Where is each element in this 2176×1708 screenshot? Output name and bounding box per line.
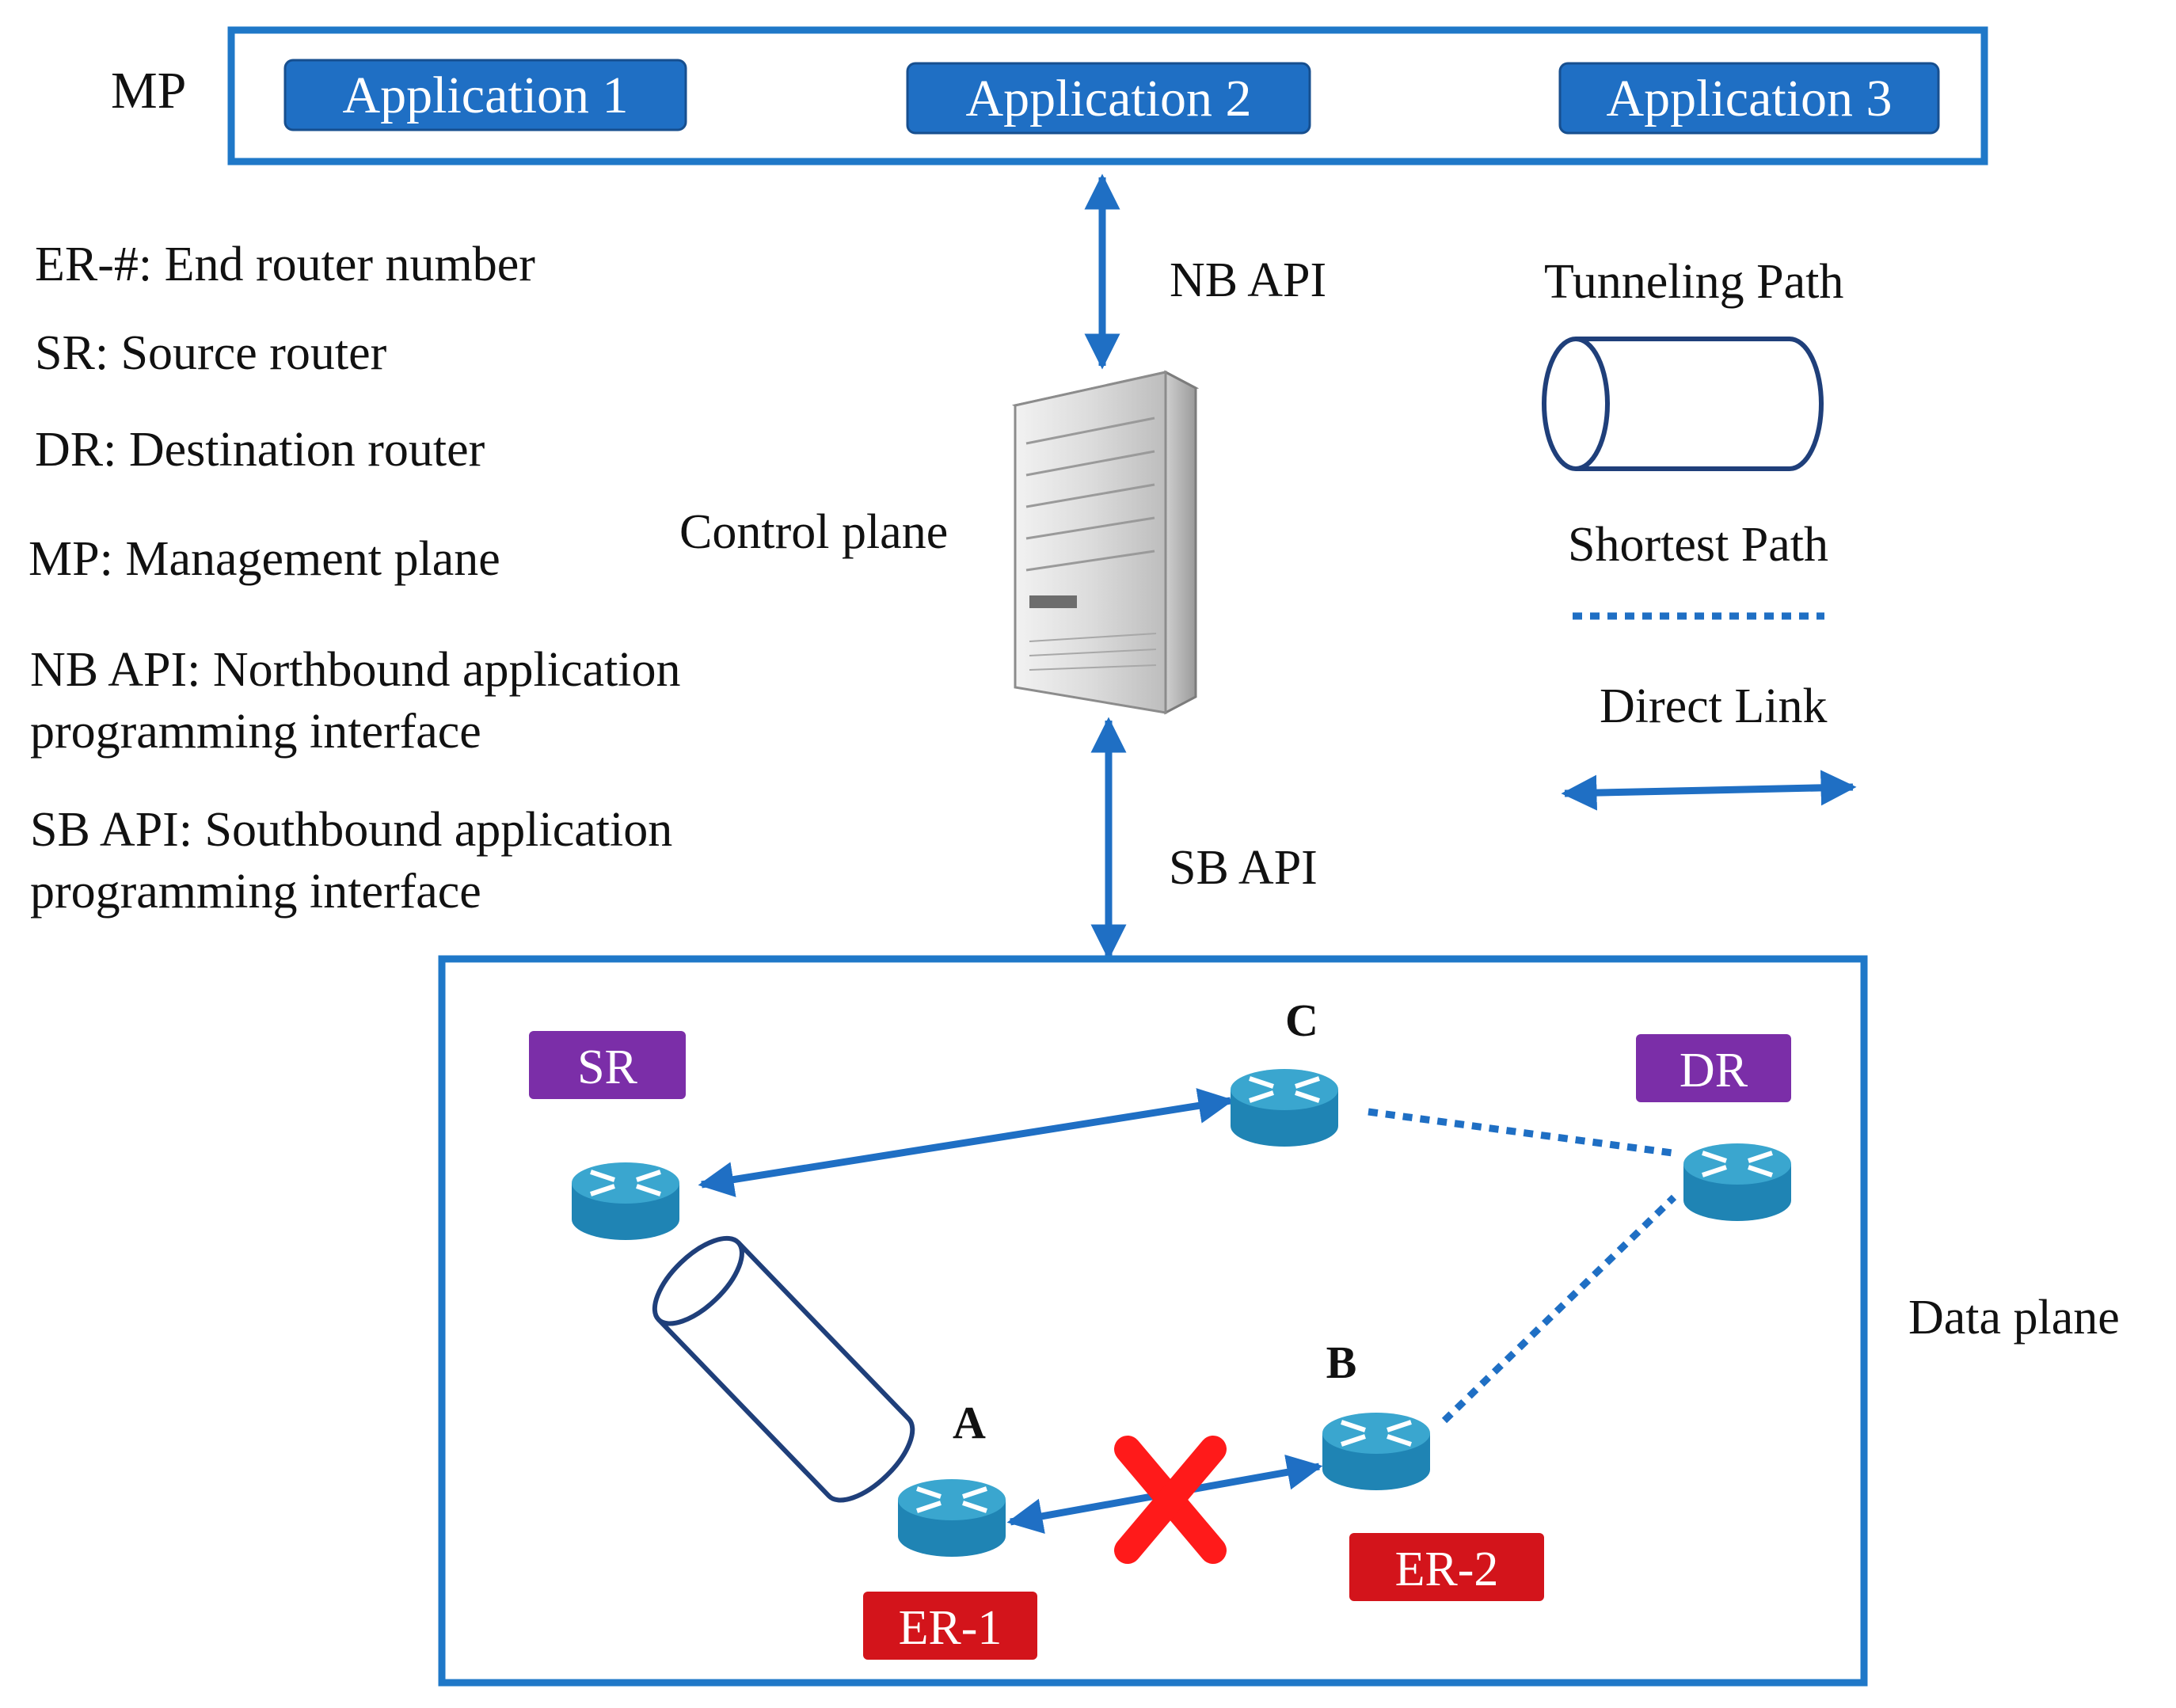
legend-direct-arrow — [1561, 770, 1857, 811]
application-1-box: Application 1 — [283, 59, 687, 131]
control-plane-label: Control plane — [679, 505, 948, 559]
sr-tag: SR — [529, 1031, 686, 1099]
sb-api-label: SB API — [1169, 841, 1318, 895]
glossary-nb-line2: programming interface — [30, 705, 481, 759]
er2-tag-label: ER-2 — [1395, 1543, 1499, 1596]
glossary-dr: DR: Destination router — [35, 423, 485, 477]
legend-shortest-label: Shortest Path — [1568, 518, 1828, 572]
legend-tunnel-icon — [1542, 337, 1824, 471]
management-plane-frame — [227, 26, 1988, 165]
glossary-nb-line1: NB API: Northbound application — [30, 643, 680, 697]
router-b — [1322, 1413, 1430, 1490]
glossary-mp: MP: Management plane — [29, 532, 500, 586]
tunnel-sr-a — [652, 1235, 915, 1503]
shortest-path-c-dr — [1368, 1108, 1673, 1157]
router-a — [898, 1479, 1006, 1557]
data-plane-label: Data plane — [1908, 1291, 2120, 1345]
application-2-box: Application 2 — [906, 62, 1311, 135]
er1-tag: ER-1 — [863, 1592, 1037, 1660]
direct-link-sr-c — [698, 1088, 1234, 1197]
dr-tag: DR — [1636, 1034, 1791, 1102]
node-label-a: A — [953, 1397, 986, 1448]
router-sr — [572, 1162, 679, 1240]
glossary-sb-line1: SB API: Southbound application — [30, 803, 672, 857]
data-plane-frame — [438, 955, 1868, 1687]
legend-tunneling-label: Tunneling Path — [1544, 255, 1843, 309]
link-failure-icon — [1114, 1436, 1227, 1564]
glossary: ER-#: End router number SR: Source route… — [29, 238, 680, 919]
node-label-c: C — [1285, 995, 1318, 1046]
sr-tag-label: SR — [577, 1040, 637, 1094]
router-c — [1231, 1069, 1338, 1147]
er2-tag: ER-2 — [1349, 1533, 1544, 1601]
legend-direct-label: Direct Link — [1600, 679, 1828, 733]
management-plane: MP Application 1 Application 2 Applicati… — [111, 26, 1988, 165]
node-label-b: B — [1326, 1337, 1357, 1388]
glossary-sr: SR: Source router — [35, 326, 387, 380]
shortest-path-dr-b — [1441, 1194, 1677, 1424]
application-3-label: Application 3 — [1606, 70, 1892, 127]
glossary-er: ER-#: End router number — [35, 238, 535, 291]
server-icon — [1011, 370, 1200, 715]
application-3-box: Application 3 — [1558, 62, 1940, 135]
application-2-label: Application 2 — [965, 70, 1251, 127]
glossary-sb-line2: programming interface — [30, 865, 481, 919]
dr-tag-label: DR — [1680, 1044, 1748, 1097]
application-1-label: Application 1 — [342, 67, 628, 124]
er1-tag-label: ER-1 — [899, 1601, 1002, 1655]
nb-api-label: NB API — [1170, 253, 1326, 307]
mp-label: MP — [111, 62, 186, 120]
legend: Tunneling Path Shortest Path Direct Link — [1542, 255, 1857, 811]
router-dr — [1683, 1143, 1791, 1221]
